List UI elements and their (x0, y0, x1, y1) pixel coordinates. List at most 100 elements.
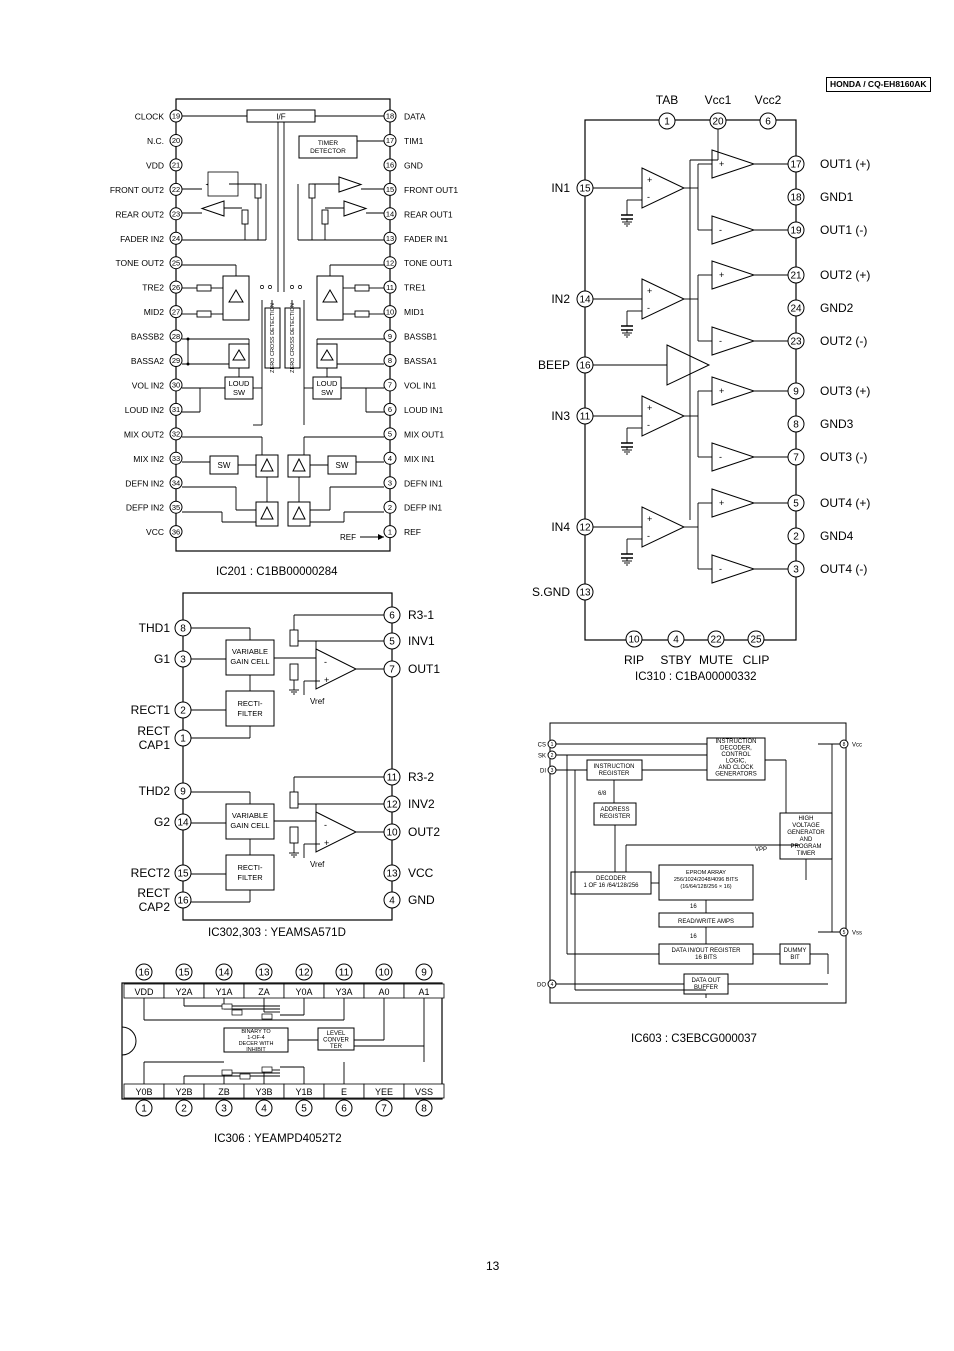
block-label: LOUD (317, 379, 338, 388)
label: - (647, 420, 650, 430)
pin-label: RIP (624, 653, 644, 667)
pin-number: 33 (172, 454, 180, 463)
amplifier-symbol (338, 176, 363, 193)
pin-label: TIM1 (404, 136, 424, 146)
ic310-body (584, 119, 797, 641)
pin-label: A1 (418, 987, 429, 997)
pin-number: 24 (172, 234, 180, 243)
pin-number: 25 (172, 258, 180, 267)
amplifier-symbol (228, 289, 244, 303)
pin-label: MIX IN1 (404, 454, 435, 464)
pin-label: YEE (375, 1087, 393, 1097)
timer-block (298, 135, 358, 159)
ic603-caption: IC603 : C3EBCG000037 (631, 1033, 757, 1045)
pin-label: MIX OUT2 (124, 429, 164, 439)
label: - (647, 303, 650, 313)
pin-number: 1 (141, 1104, 147, 1115)
pin-label: REAR OUT1 (404, 209, 453, 219)
resistor (196, 310, 212, 318)
pin-label: OUT4 (-) (820, 562, 867, 576)
label: ZERO CROSS DETECTION (290, 303, 296, 373)
resistor (289, 629, 299, 647)
pin-label: RECT (137, 886, 170, 900)
ic310-caption: IC310 : C1BA00000332 (635, 671, 757, 683)
pin-17 (383, 133, 397, 147)
pin-6 (759, 112, 777, 130)
pin-label: BASSA1 (404, 356, 437, 366)
zero-cross-right (284, 307, 301, 369)
block-label: (16/64/128/256 × 16) (680, 884, 731, 890)
pin-number: 2 (551, 753, 554, 759)
resistor (289, 663, 299, 681)
resistor (241, 209, 249, 225)
label: 6/8 (598, 791, 607, 797)
pin-16 (383, 158, 397, 172)
pin-label: OUT2 (+) (820, 268, 870, 282)
pin-label: LOUD IN1 (404, 405, 443, 415)
pin-number: 13 (386, 234, 394, 243)
block-label: REGISTER (600, 814, 631, 820)
pin-number: 29 (172, 356, 180, 365)
pin-label: LOUD IN2 (125, 405, 164, 415)
block-label: 16 BITS (695, 955, 717, 961)
pin-label: VCC (408, 866, 434, 880)
pin-8 (383, 354, 397, 367)
pin-number: 14 (579, 295, 591, 306)
pin-18 (787, 188, 805, 206)
pin-label: G1 (154, 652, 170, 666)
block-label: DECODER (596, 876, 627, 882)
label: - (719, 564, 722, 574)
pin-box (403, 1083, 445, 1099)
pin-number: 32 (172, 430, 180, 439)
block-label: 1-OF-4 (247, 1035, 264, 1041)
label: - (647, 531, 650, 541)
block-label: VARIABLE (232, 811, 268, 820)
pin-label: FADER IN1 (404, 234, 448, 244)
pin-number: 16 (386, 161, 394, 170)
block-label: INSTRUCTION (716, 739, 757, 745)
block-label: FILTER (237, 709, 263, 718)
pin-label: G2 (154, 815, 170, 829)
label: VPP (755, 847, 767, 853)
pin-number: 22 (710, 635, 722, 646)
pin-20 (169, 133, 183, 147)
pin-24 (787, 299, 805, 317)
pin-8 (415, 1099, 433, 1117)
pin-label: Y1B (295, 1087, 312, 1097)
pin-25 (169, 256, 183, 270)
pin-25 (747, 630, 765, 648)
pin-13 (383, 231, 397, 245)
pin-10 (383, 305, 397, 319)
pin-label: Y0B (135, 1087, 152, 1097)
pin-6 (335, 1099, 353, 1117)
amplifier-symbol (320, 349, 334, 361)
pin-number: 7 (389, 665, 395, 676)
pin-label: REAR OUT2 (115, 209, 164, 219)
resistor (254, 183, 262, 199)
pin-number: 26 (172, 283, 180, 292)
label: SW (218, 461, 231, 470)
pin-label: CAP2 (139, 900, 171, 914)
pin-13 (576, 583, 594, 601)
pin-13 (383, 864, 401, 882)
pin-4 (383, 451, 397, 465)
pin-13 (255, 963, 273, 981)
resistor (354, 310, 370, 318)
pin-4 (255, 1099, 273, 1117)
pin-label: TONE OUT1 (404, 258, 453, 268)
pin-24 (169, 231, 183, 245)
pin-29 (169, 354, 183, 367)
block-label: BINARY TO (241, 1029, 271, 1035)
pin-number: 15 (177, 869, 189, 880)
pin-label: CS (538, 743, 546, 749)
ic310-diagram: 1TAB20Vcc16Vcc215IN114IN216BEEP11IN312IN… (532, 93, 870, 667)
pin-label: IN1 (551, 181, 570, 195)
block-label: SW (233, 388, 246, 397)
pin-number: 11 (386, 283, 394, 292)
pin-number: 14 (218, 968, 230, 979)
pin-number: 6 (765, 117, 771, 128)
pin-label: VOL IN1 (404, 380, 437, 390)
pin-label: OUT4 (+) (820, 496, 870, 510)
label: REF (340, 533, 356, 542)
